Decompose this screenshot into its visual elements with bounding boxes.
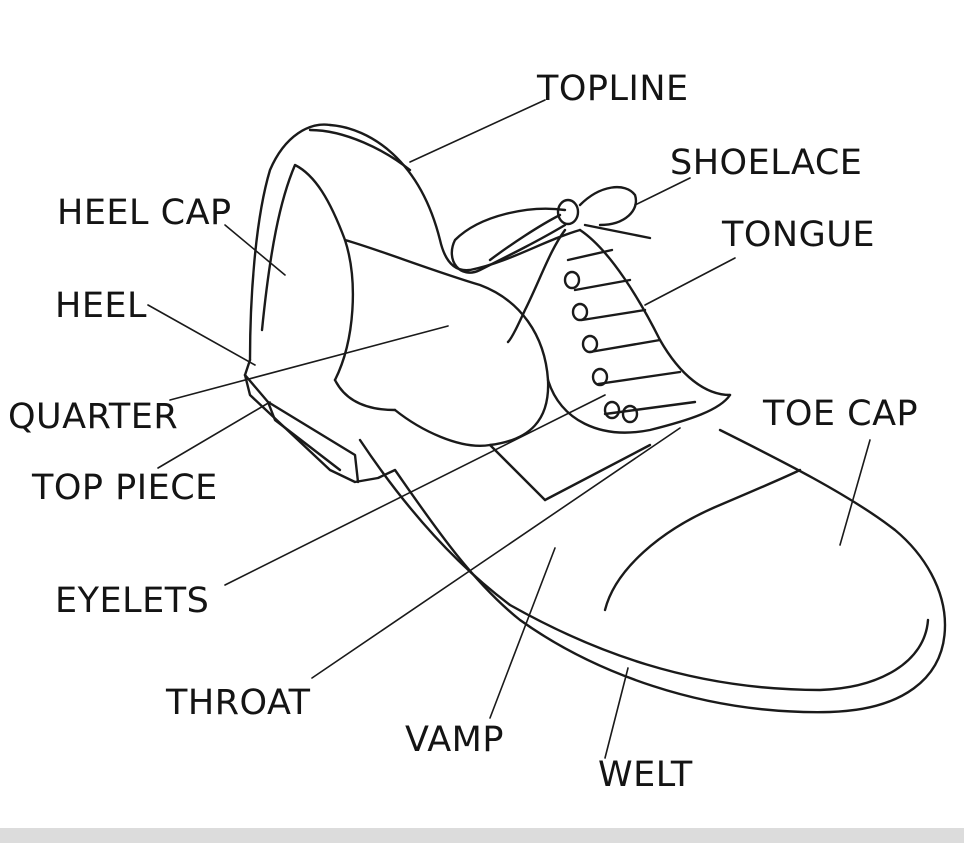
label-vamp: VAMP [405, 720, 504, 760]
topline-leader [410, 100, 545, 162]
tongue-leader [645, 258, 735, 305]
label-topline: TOPLINE [537, 69, 689, 109]
heel-block [245, 375, 358, 482]
label-eyelets: EYELETS [55, 581, 210, 621]
throat-leader [312, 428, 680, 678]
heel-counter [250, 125, 330, 360]
quarter-leader [170, 326, 448, 400]
label-toe-cap: TOE CAP [763, 394, 919, 434]
heel-cap-outline [262, 165, 353, 380]
label-shoelace: SHOELACE [670, 143, 863, 183]
shoelace-bow [452, 209, 565, 273]
label-welt: WELT [598, 755, 693, 795]
label-heel: HEEL [55, 286, 148, 326]
sole-outline [245, 375, 945, 712]
heel-leader [148, 305, 255, 365]
label-heel-cap: HEEL CAP [57, 193, 232, 233]
label-tongue: TONGUE [722, 215, 875, 255]
bottom-bar [0, 828, 964, 843]
quarter-outline [345, 240, 548, 446]
topline-collar [330, 125, 580, 270]
toe-cap-seam [605, 470, 800, 610]
welt-leader [605, 668, 628, 758]
toe-cap-leader [840, 440, 870, 545]
shoelace-leader [635, 178, 690, 205]
eyelets-leader [225, 395, 605, 585]
welt-line [360, 440, 928, 690]
top-piece-leader [158, 402, 270, 468]
vamp-outline [548, 380, 730, 433]
label-top-piece: TOP PIECE [32, 468, 218, 508]
heel-cap-leader [225, 225, 285, 275]
label-quarter: QUARTER [8, 397, 179, 437]
label-throat: THROAT [166, 683, 311, 723]
vamp-leader [490, 548, 555, 718]
